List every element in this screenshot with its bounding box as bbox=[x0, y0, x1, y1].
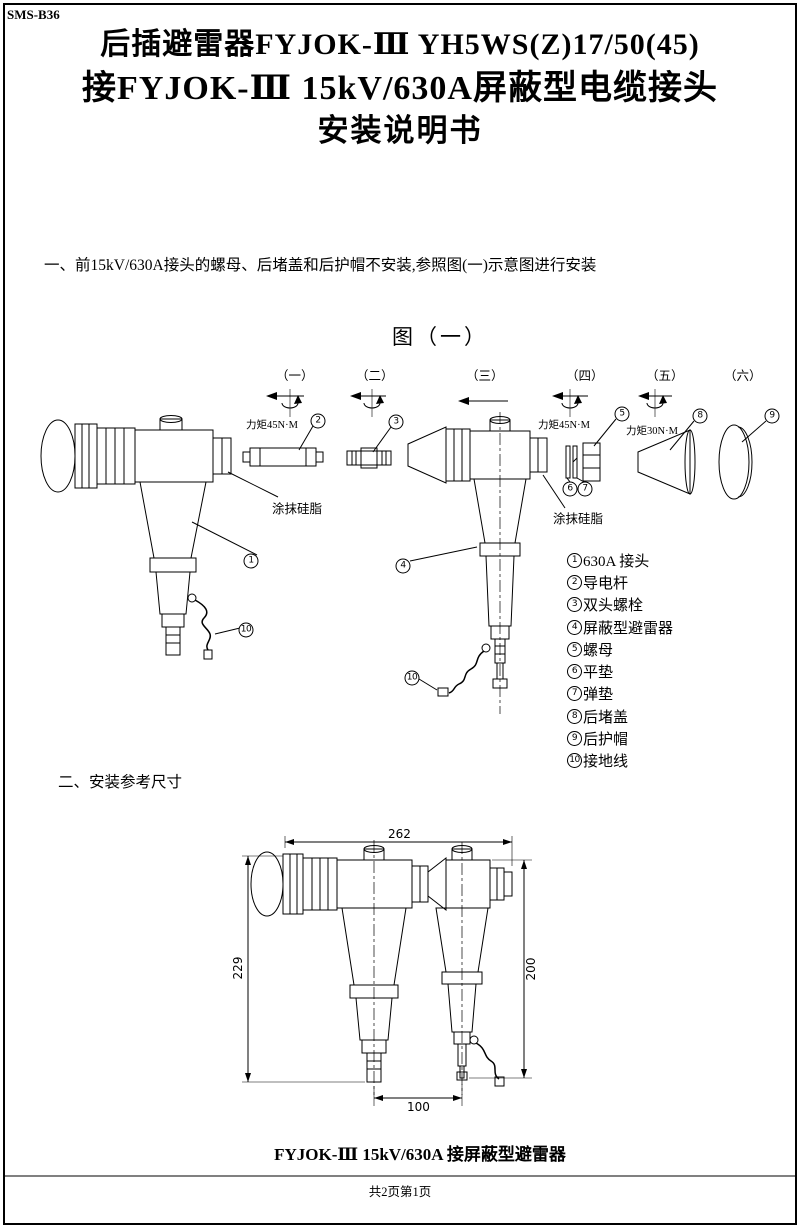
figure1-step-arrows bbox=[266, 389, 672, 417]
torque-label-2: 力矩45N·M bbox=[538, 420, 590, 431]
torque-label-1: 力矩45N·M bbox=[246, 420, 298, 431]
dim-262: 262 bbox=[388, 827, 411, 841]
arrester-drawing bbox=[407, 412, 548, 714]
connector-630a-drawing bbox=[40, 415, 232, 660]
title-line-2: 接FYJOK-Ⅲ 15kV/630A屏蔽型电缆接头 bbox=[82, 70, 718, 107]
stud-bolt-drawing bbox=[346, 447, 392, 469]
callout-1: 1 bbox=[243, 553, 259, 569]
callout-9: 9 bbox=[764, 408, 780, 424]
part-item: 4 屏蔽型避雷器 bbox=[567, 616, 673, 638]
step-label-5: （五） bbox=[646, 369, 684, 383]
part-label: 后护帽 bbox=[583, 732, 629, 749]
figure-2-caption: FYJOK-Ⅲ 15kV/630A 接屏蔽型避雷器 bbox=[274, 1145, 566, 1164]
dim-229: 229 bbox=[231, 956, 245, 980]
part-label: 接地线 bbox=[583, 754, 629, 771]
ground-wire bbox=[469, 1035, 505, 1087]
section-1-heading: 一、前15kV/630A接头的螺母、后堵盖和后护帽不安装,参照图(一)示意图进行… bbox=[44, 257, 597, 274]
part-label: 屏蔽型避雷器 bbox=[583, 620, 674, 637]
dim-100: 100 bbox=[407, 1100, 430, 1114]
figure1-leader-lines bbox=[191, 418, 767, 691]
part-label: 平垫 bbox=[583, 665, 614, 682]
washers-nut-drawing bbox=[565, 442, 601, 482]
callout-10-left: 10 bbox=[238, 622, 254, 638]
conductive-rod-drawing bbox=[242, 447, 324, 467]
figure-1-title: 图（一） bbox=[392, 325, 488, 349]
part-num: 8 bbox=[567, 708, 582, 724]
part-num: 7 bbox=[567, 686, 582, 702]
part-num: 2 bbox=[567, 574, 582, 590]
part-label: 导电杆 bbox=[583, 575, 629, 592]
figure2-assembly-drawing bbox=[250, 840, 513, 1095]
rear-cap-drawing bbox=[718, 424, 753, 500]
grease-label-left: 涂抹硅脂 bbox=[272, 502, 323, 516]
title-line-3: 安装说明书 bbox=[317, 113, 483, 148]
title-line-1: 后插避雷器FYJOK-Ⅲ YH5WS(Z)17/50(45) bbox=[100, 28, 700, 61]
torque-label-3: 力矩30N·M bbox=[626, 426, 678, 437]
part-item: 5 螺母 bbox=[567, 638, 673, 660]
step-label-2: （二） bbox=[356, 369, 394, 383]
part-item: 9 后护帽 bbox=[567, 727, 673, 749]
part-num: 6 bbox=[567, 664, 582, 680]
part-item: 3 双头螺栓 bbox=[567, 594, 673, 616]
callout-6: 6 bbox=[562, 481, 578, 497]
ground-wire bbox=[187, 593, 213, 660]
part-item: 2 导电杆 bbox=[567, 571, 673, 593]
doc-code: SMS-B36 bbox=[7, 7, 60, 22]
page-footer: 共2页第1页 bbox=[368, 1185, 432, 1199]
ground-wire bbox=[437, 643, 491, 697]
callout-8: 8 bbox=[692, 408, 708, 424]
callout-2: 2 bbox=[310, 413, 326, 429]
dim-200: 200 bbox=[524, 957, 538, 981]
callout-7: 7 bbox=[577, 481, 593, 497]
callout-10-right: 10 bbox=[404, 670, 420, 686]
part-item: 6 平垫 bbox=[567, 660, 673, 682]
part-label: 弹垫 bbox=[583, 687, 614, 704]
part-label: 后堵盖 bbox=[583, 709, 629, 726]
part-label: 双头螺栓 bbox=[583, 598, 644, 615]
figure2-dimension-lines bbox=[242, 836, 532, 1106]
part-label: 630A 接头 bbox=[583, 553, 650, 570]
step-label-1: （一） bbox=[276, 369, 314, 383]
part-num: 5 bbox=[567, 641, 582, 657]
step-label-6: （六） bbox=[724, 369, 762, 383]
callout-5: 5 bbox=[614, 406, 630, 422]
grease-label-right: 涂抹硅脂 bbox=[553, 512, 604, 526]
part-item: 1 630A 接头 bbox=[567, 549, 673, 571]
part-num: 3 bbox=[567, 597, 582, 613]
parts-list: 1 630A 接头 2 导电杆 3 双头螺栓 4 屏蔽型避雷器 5 螺母 6 平… bbox=[567, 549, 673, 772]
part-label: 螺母 bbox=[583, 642, 614, 659]
step-label-3: （三） bbox=[466, 369, 504, 383]
callout-4: 4 bbox=[395, 558, 411, 574]
part-num: 9 bbox=[567, 731, 582, 747]
step-label-4: （四） bbox=[566, 369, 604, 383]
part-item: 8 后堵盖 bbox=[567, 705, 673, 727]
part-num: 4 bbox=[567, 619, 582, 635]
part-item: 7 弹垫 bbox=[567, 683, 673, 705]
callout-3: 3 bbox=[388, 414, 404, 430]
rear-plug-drawing bbox=[637, 429, 696, 495]
section-2-heading: 二、安装参考尺寸 bbox=[58, 774, 183, 791]
part-num: 10 bbox=[567, 753, 582, 769]
part-num: 1 bbox=[567, 552, 582, 568]
part-item: 10 接地线 bbox=[567, 750, 673, 772]
